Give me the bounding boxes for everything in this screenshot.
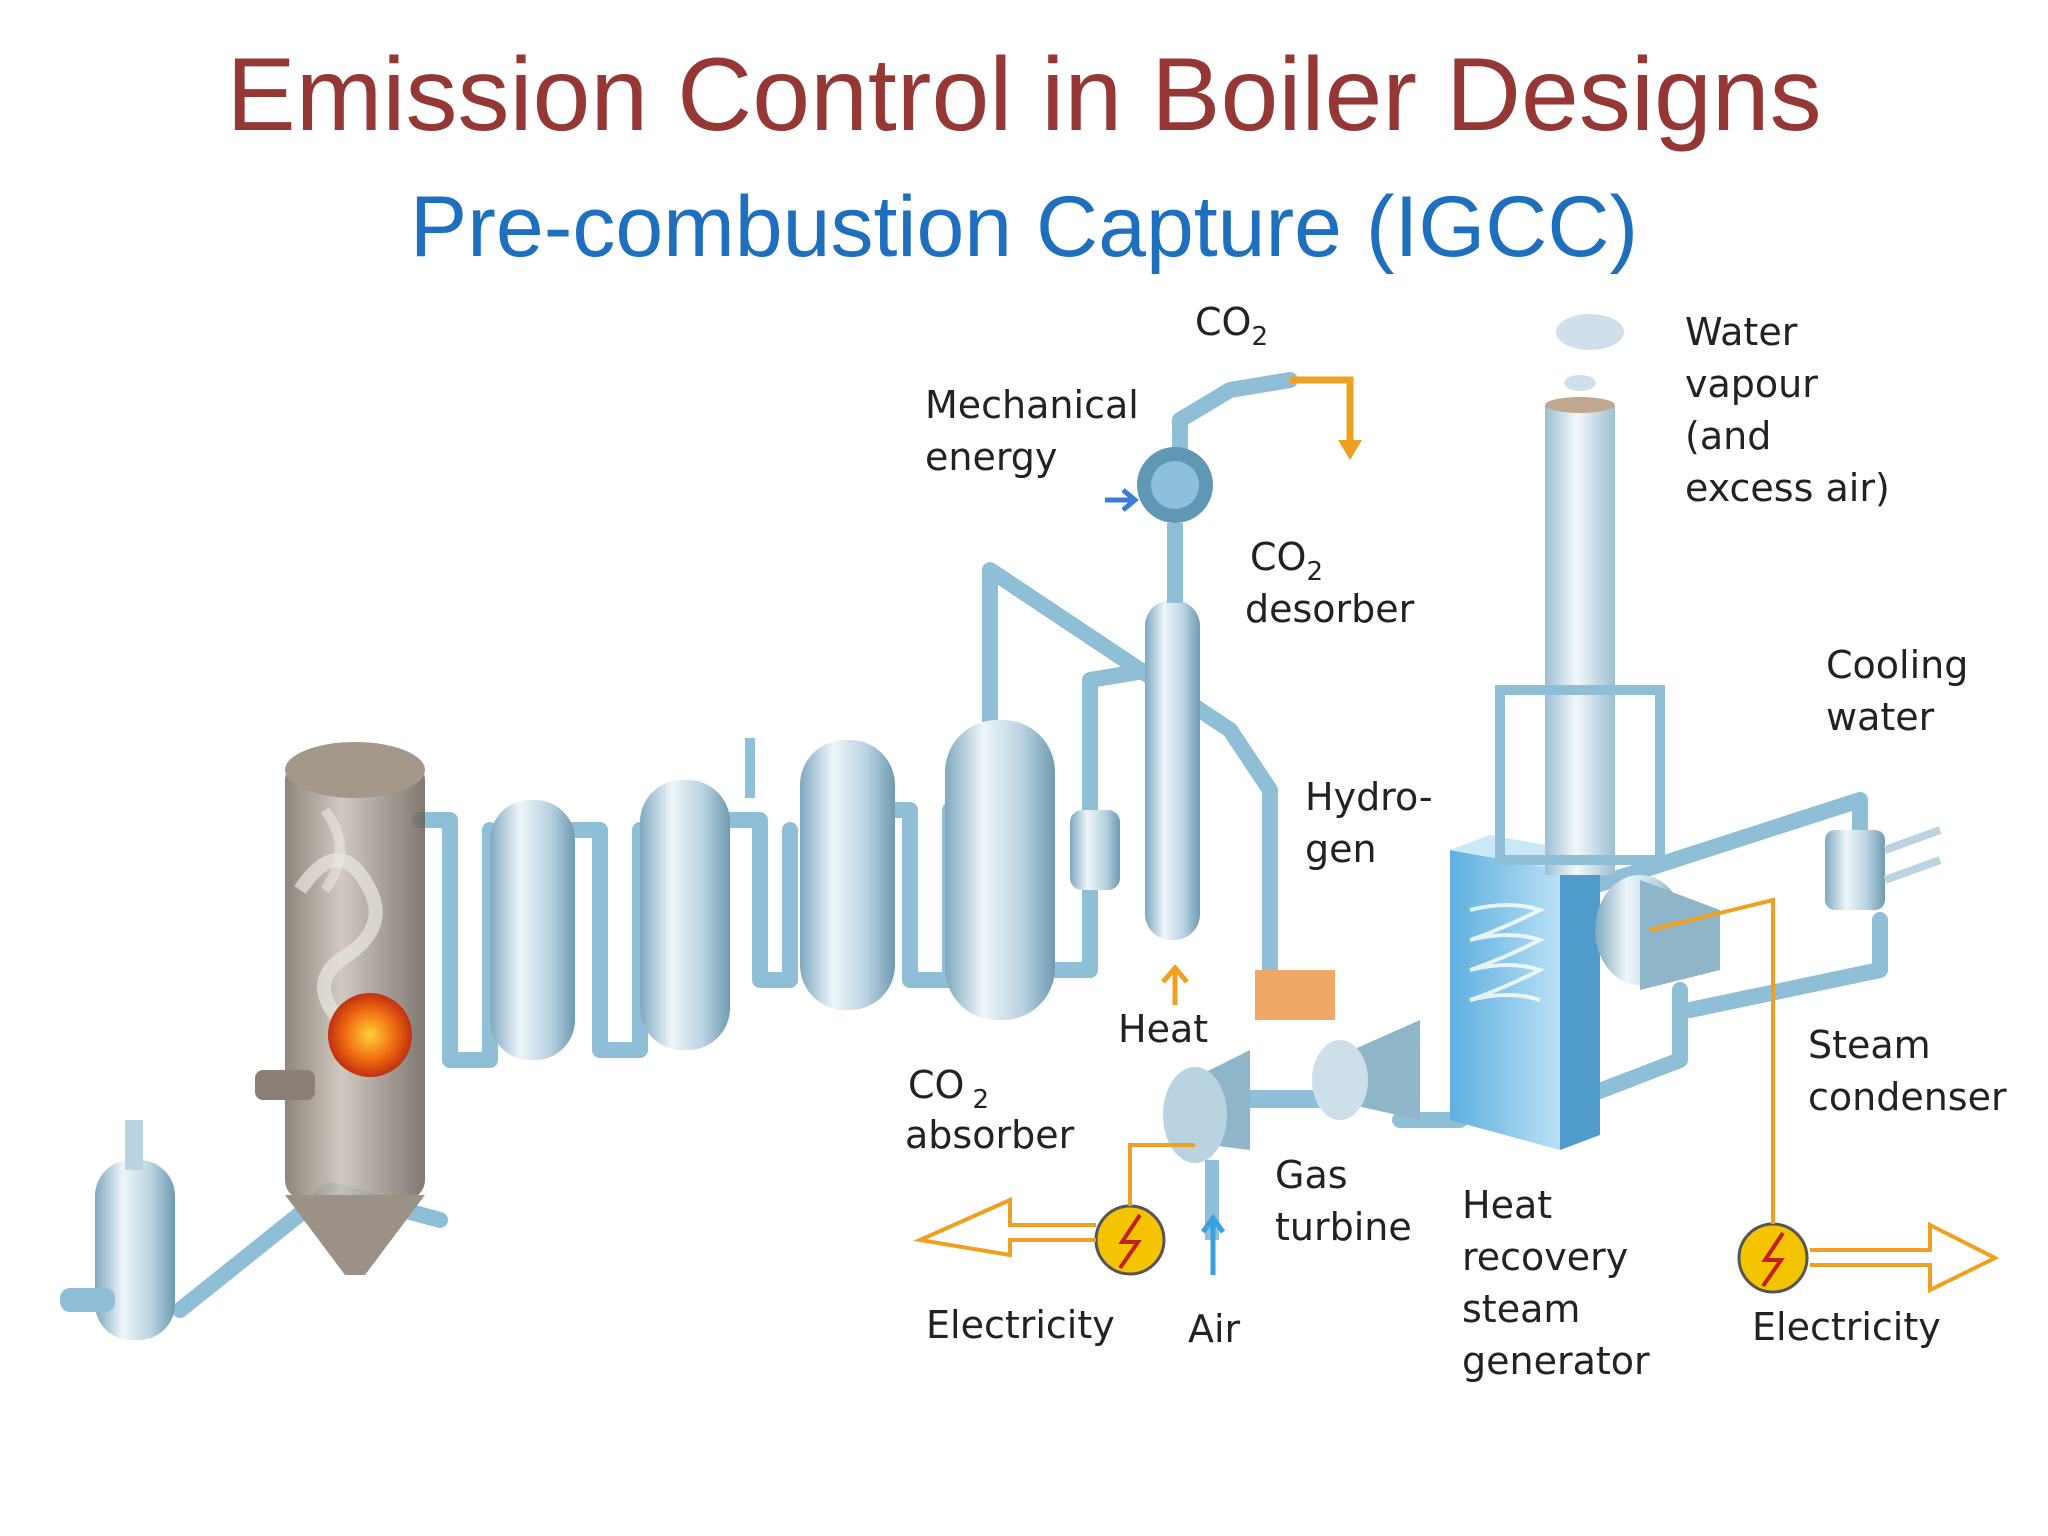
hrsg-label-4: generator [1462,1339,1650,1383]
co2-desorber-label-2: desorber [1245,587,1415,631]
separator-vessel [60,1120,175,1340]
steam-turbine [1595,875,1720,990]
water-vapour-label-1: Water [1685,310,1798,354]
svg-text:CO2: CO2 [1195,300,1268,352]
co2-top-label: CO [1195,300,1251,344]
hrsg-label-2: recovery [1462,1235,1628,1279]
water-vapour-label-3: (and [1685,414,1771,458]
electricity-arrow-right [1810,1221,2000,1294]
air-label: Air [1188,1307,1241,1351]
co2-outlet-arrow [1290,376,1354,440]
svg-text:CO2: CO2 [1250,535,1323,587]
steam-condenser-label-1: Steam [1808,1023,1931,1067]
gas-turbine-label-2: turbine [1275,1205,1412,1249]
electricity-right-label: Electricity [1752,1305,1941,1349]
generator-icon [1737,1222,1809,1294]
stack [1495,397,1665,875]
air-arrow [1200,1213,1226,1275]
water-vapour-label-4: excess air) [1685,466,1890,510]
co2-absorber [945,720,1055,1020]
co2-desorber [1145,600,1200,940]
co2-absorber-label-2: absorber [905,1113,1075,1157]
hydrogen-label-2: gen [1305,827,1377,871]
mechanical-energy-arrow [1105,488,1139,512]
mechanical-energy-label-1: Mechanical [925,383,1139,427]
hydrogen-burner [1255,970,1335,1020]
water-vapour-label-2: vapour [1685,362,1818,406]
gas-turbine-label-1: Gas [1275,1153,1348,1197]
svg-text:CO2: CO2 [908,1063,989,1115]
fire-icon [328,993,412,1077]
electricity-arrow-left [913,1196,1096,1258]
hrsg-label-3: steam [1462,1287,1580,1331]
mechanical-energy-label-2: energy [925,435,1057,479]
compressor-icon [1137,447,1213,603]
heat-arrow [1161,964,1189,1005]
generator-cable-right [1649,897,1775,1224]
heat-label: Heat [1118,1007,1208,1051]
gas-cleaning-vessels [490,738,895,1060]
gasifier [255,742,425,1275]
steam-icon [1556,314,1624,391]
heat-exchanger [1070,810,1120,890]
generator-cable-left [1128,1143,1195,1206]
cooling-water-pipes [1883,826,1942,884]
co2-absorber-label-1: CO [908,1063,964,1107]
steam-condenser [1825,830,1885,910]
co2-desorber-label-1: CO [1250,535,1306,579]
page-subtitle: Pre-combustion Capture (IGCC) [409,179,1639,275]
heat-recovery-steam-generator [1450,835,1600,1150]
generator-icon [1094,1204,1166,1276]
co2-outlet-arrowhead [1338,440,1362,460]
hrsg-label-1: Heat [1462,1183,1552,1227]
cooling-water-label-2: water [1826,695,1935,739]
electricity-left-label: Electricity [926,1303,1115,1347]
diagram-labels: CO2 Mechanical energy CO2 desorber Hydro… [905,300,2007,1383]
cooling-water-label-1: Cooling [1826,643,1968,687]
page-title: Emission Control in Boiler Designs [226,37,1822,153]
hydrogen-label-1: Hydro- [1305,775,1433,819]
steam-condenser-label-2: condenser [1808,1075,2007,1119]
turbine-icon [1163,1020,1420,1163]
igcc-process-diagram: CO2 Mechanical energy CO2 desorber Hydro… [60,300,2007,1383]
